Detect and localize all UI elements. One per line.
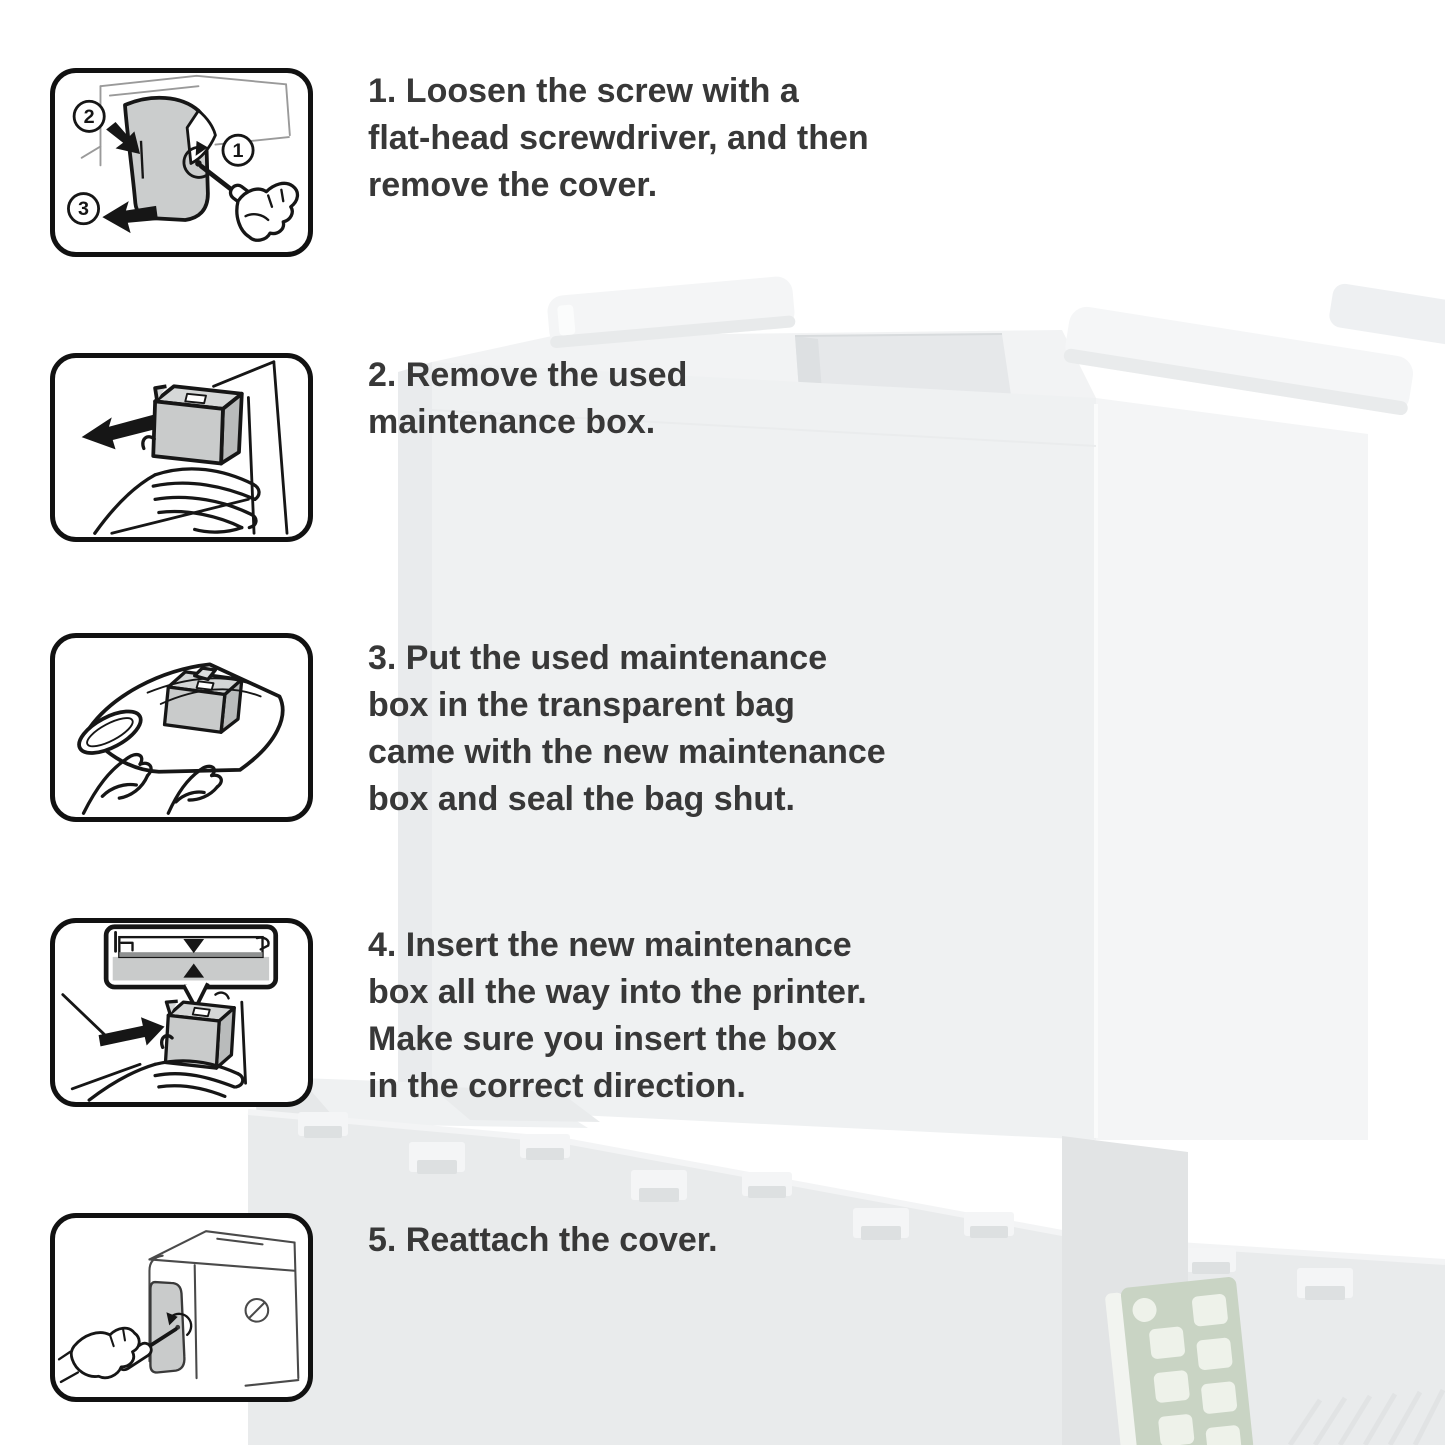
- used-box-in-bag: [162, 666, 244, 734]
- callout-2-number: 2: [84, 106, 95, 128]
- hand: [93, 435, 261, 535]
- maintenance-box: [151, 384, 244, 466]
- chip-board: [1105, 1277, 1254, 1445]
- step-5-text: 5. Reattach the cover.: [368, 1217, 1028, 1264]
- step-3-line-2: box in the transparent bag: [368, 686, 795, 724]
- callout-remove-cover: 3: [67, 192, 158, 234]
- step-4-line-3: Make sure you insert the box: [368, 1020, 837, 1058]
- step-2-illustration: [50, 353, 313, 542]
- callout-1-number: 1: [233, 140, 244, 162]
- bag-opening: [77, 709, 143, 755]
- step-4-line-4: in the correct direction.: [368, 1067, 746, 1105]
- printer-outline: [80, 74, 291, 167]
- cover-panel: [123, 95, 217, 222]
- left-handle-tab: [547, 276, 796, 349]
- align-arrow-down-icon: [183, 939, 205, 954]
- hand: [87, 1034, 245, 1102]
- step-3-line-4: box and seal the bag shut.: [368, 780, 795, 818]
- right-hand: [166, 764, 223, 815]
- standing-maintenance-box: [398, 276, 1445, 1140]
- step-2-line-2: maintenance box.: [368, 403, 656, 441]
- embossed-texture: [1287, 1388, 1445, 1445]
- slot-inset-callout: [103, 924, 279, 1010]
- step-4-illustration: [50, 918, 313, 1107]
- bag-front-crease: [159, 688, 262, 705]
- new-maintenance-box: [163, 999, 236, 1070]
- step-1-line-3: remove the cover.: [368, 166, 658, 204]
- callout-loosen-screw: 1: [221, 133, 255, 167]
- left-hand: [81, 752, 153, 815]
- step-2-text: 2. Remove the used maintenance box.: [368, 352, 1028, 446]
- right-handle-tab: [1063, 306, 1414, 416]
- step-4-text: 4. Insert the new maintenance box all th…: [368, 922, 1028, 1110]
- printer-outline: [148, 1230, 300, 1387]
- screwdriver-and-hand: [57, 1312, 193, 1384]
- step-1-text: 1. Loosen the screw with a flat-head scr…: [368, 68, 1028, 209]
- step-3-line-3: came with the new maintenance: [368, 733, 886, 771]
- step-5-illustration: [50, 1213, 313, 1402]
- callout-open-cover: 2: [72, 99, 141, 155]
- bag-fold-line: [146, 677, 260, 694]
- step-3-text: 3. Put the used maintenance box in the t…: [368, 635, 1028, 823]
- step-1-illustration: 2 3 1: [50, 68, 313, 257]
- step-3-line-1: 3. Put the used maintenance: [368, 639, 828, 677]
- cover-panel: [149, 1280, 186, 1374]
- step-3-illustration: [50, 633, 313, 822]
- align-arrow-up-icon: [183, 963, 205, 978]
- slab-notches: [298, 1112, 1353, 1300]
- callout-3-number: 3: [78, 198, 89, 220]
- small-arrow-icon: [106, 121, 141, 155]
- remove-arrow-icon: [102, 201, 158, 234]
- step-1-line-1: 1. Loosen the screw with a: [368, 72, 799, 110]
- pull-arrow-icon: [81, 411, 169, 450]
- printer-edges: [61, 993, 247, 1091]
- step-4-line-1: 4. Insert the new maintenance: [368, 926, 852, 964]
- step-4-line-2: box all the way into the printer.: [368, 973, 867, 1011]
- step-2-line-1: 2. Remove the used: [368, 356, 688, 394]
- step-5-line-1: 5. Reattach the cover.: [368, 1221, 718, 1259]
- insert-arrow-icon: [98, 1017, 165, 1047]
- step-1-line-2: flat-head screwdriver, and then: [368, 119, 869, 157]
- screwdriver-and-hand: [182, 140, 300, 242]
